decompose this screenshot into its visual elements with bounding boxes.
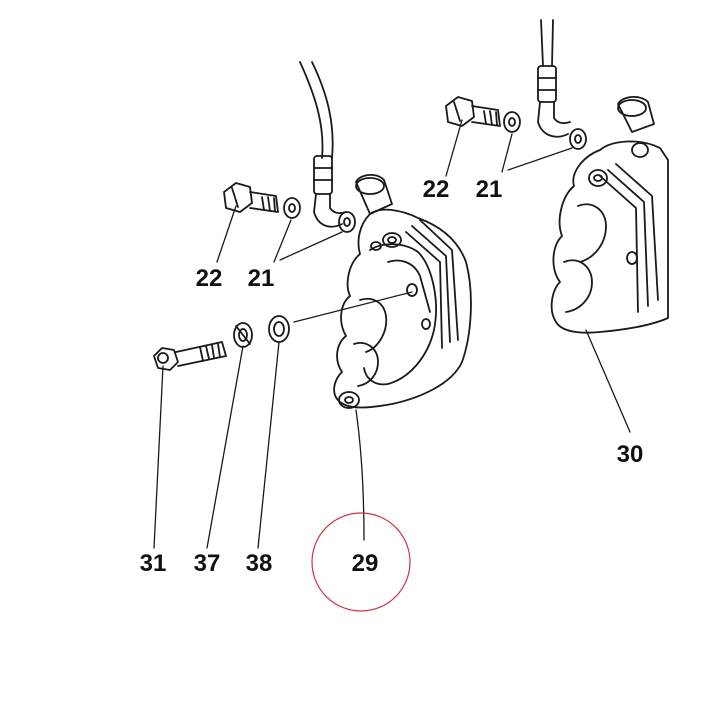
leader-lines — [153, 119, 631, 549]
callout-31: 31 — [139, 550, 167, 577]
brake-caliper-left — [333, 174, 472, 409]
banjo-bolt-left — [223, 182, 279, 213]
caliper-mount-bolt — [153, 341, 227, 371]
callout-21-left: 21 — [247, 265, 275, 292]
brake-hose-left — [299, 61, 347, 228]
callout-37: 37 — [193, 550, 221, 577]
lock-washer — [233, 322, 253, 348]
flat-washer — [268, 315, 290, 343]
highlight-circle — [311, 512, 411, 612]
callout-21-right: 21 — [475, 176, 503, 203]
sealing-washers-right — [503, 111, 587, 150]
banjo-bolt-right — [445, 96, 501, 127]
brake-caliper-right — [550, 96, 669, 334]
callout-22-left: 22 — [195, 265, 223, 292]
callout-30: 30 — [616, 441, 644, 468]
callout-22-right: 22 — [422, 176, 450, 203]
callout-38: 38 — [245, 550, 273, 577]
sealing-washers-left — [283, 197, 356, 233]
callout-29: 29 — [351, 550, 379, 577]
brake-hose-right — [537, 19, 571, 138]
